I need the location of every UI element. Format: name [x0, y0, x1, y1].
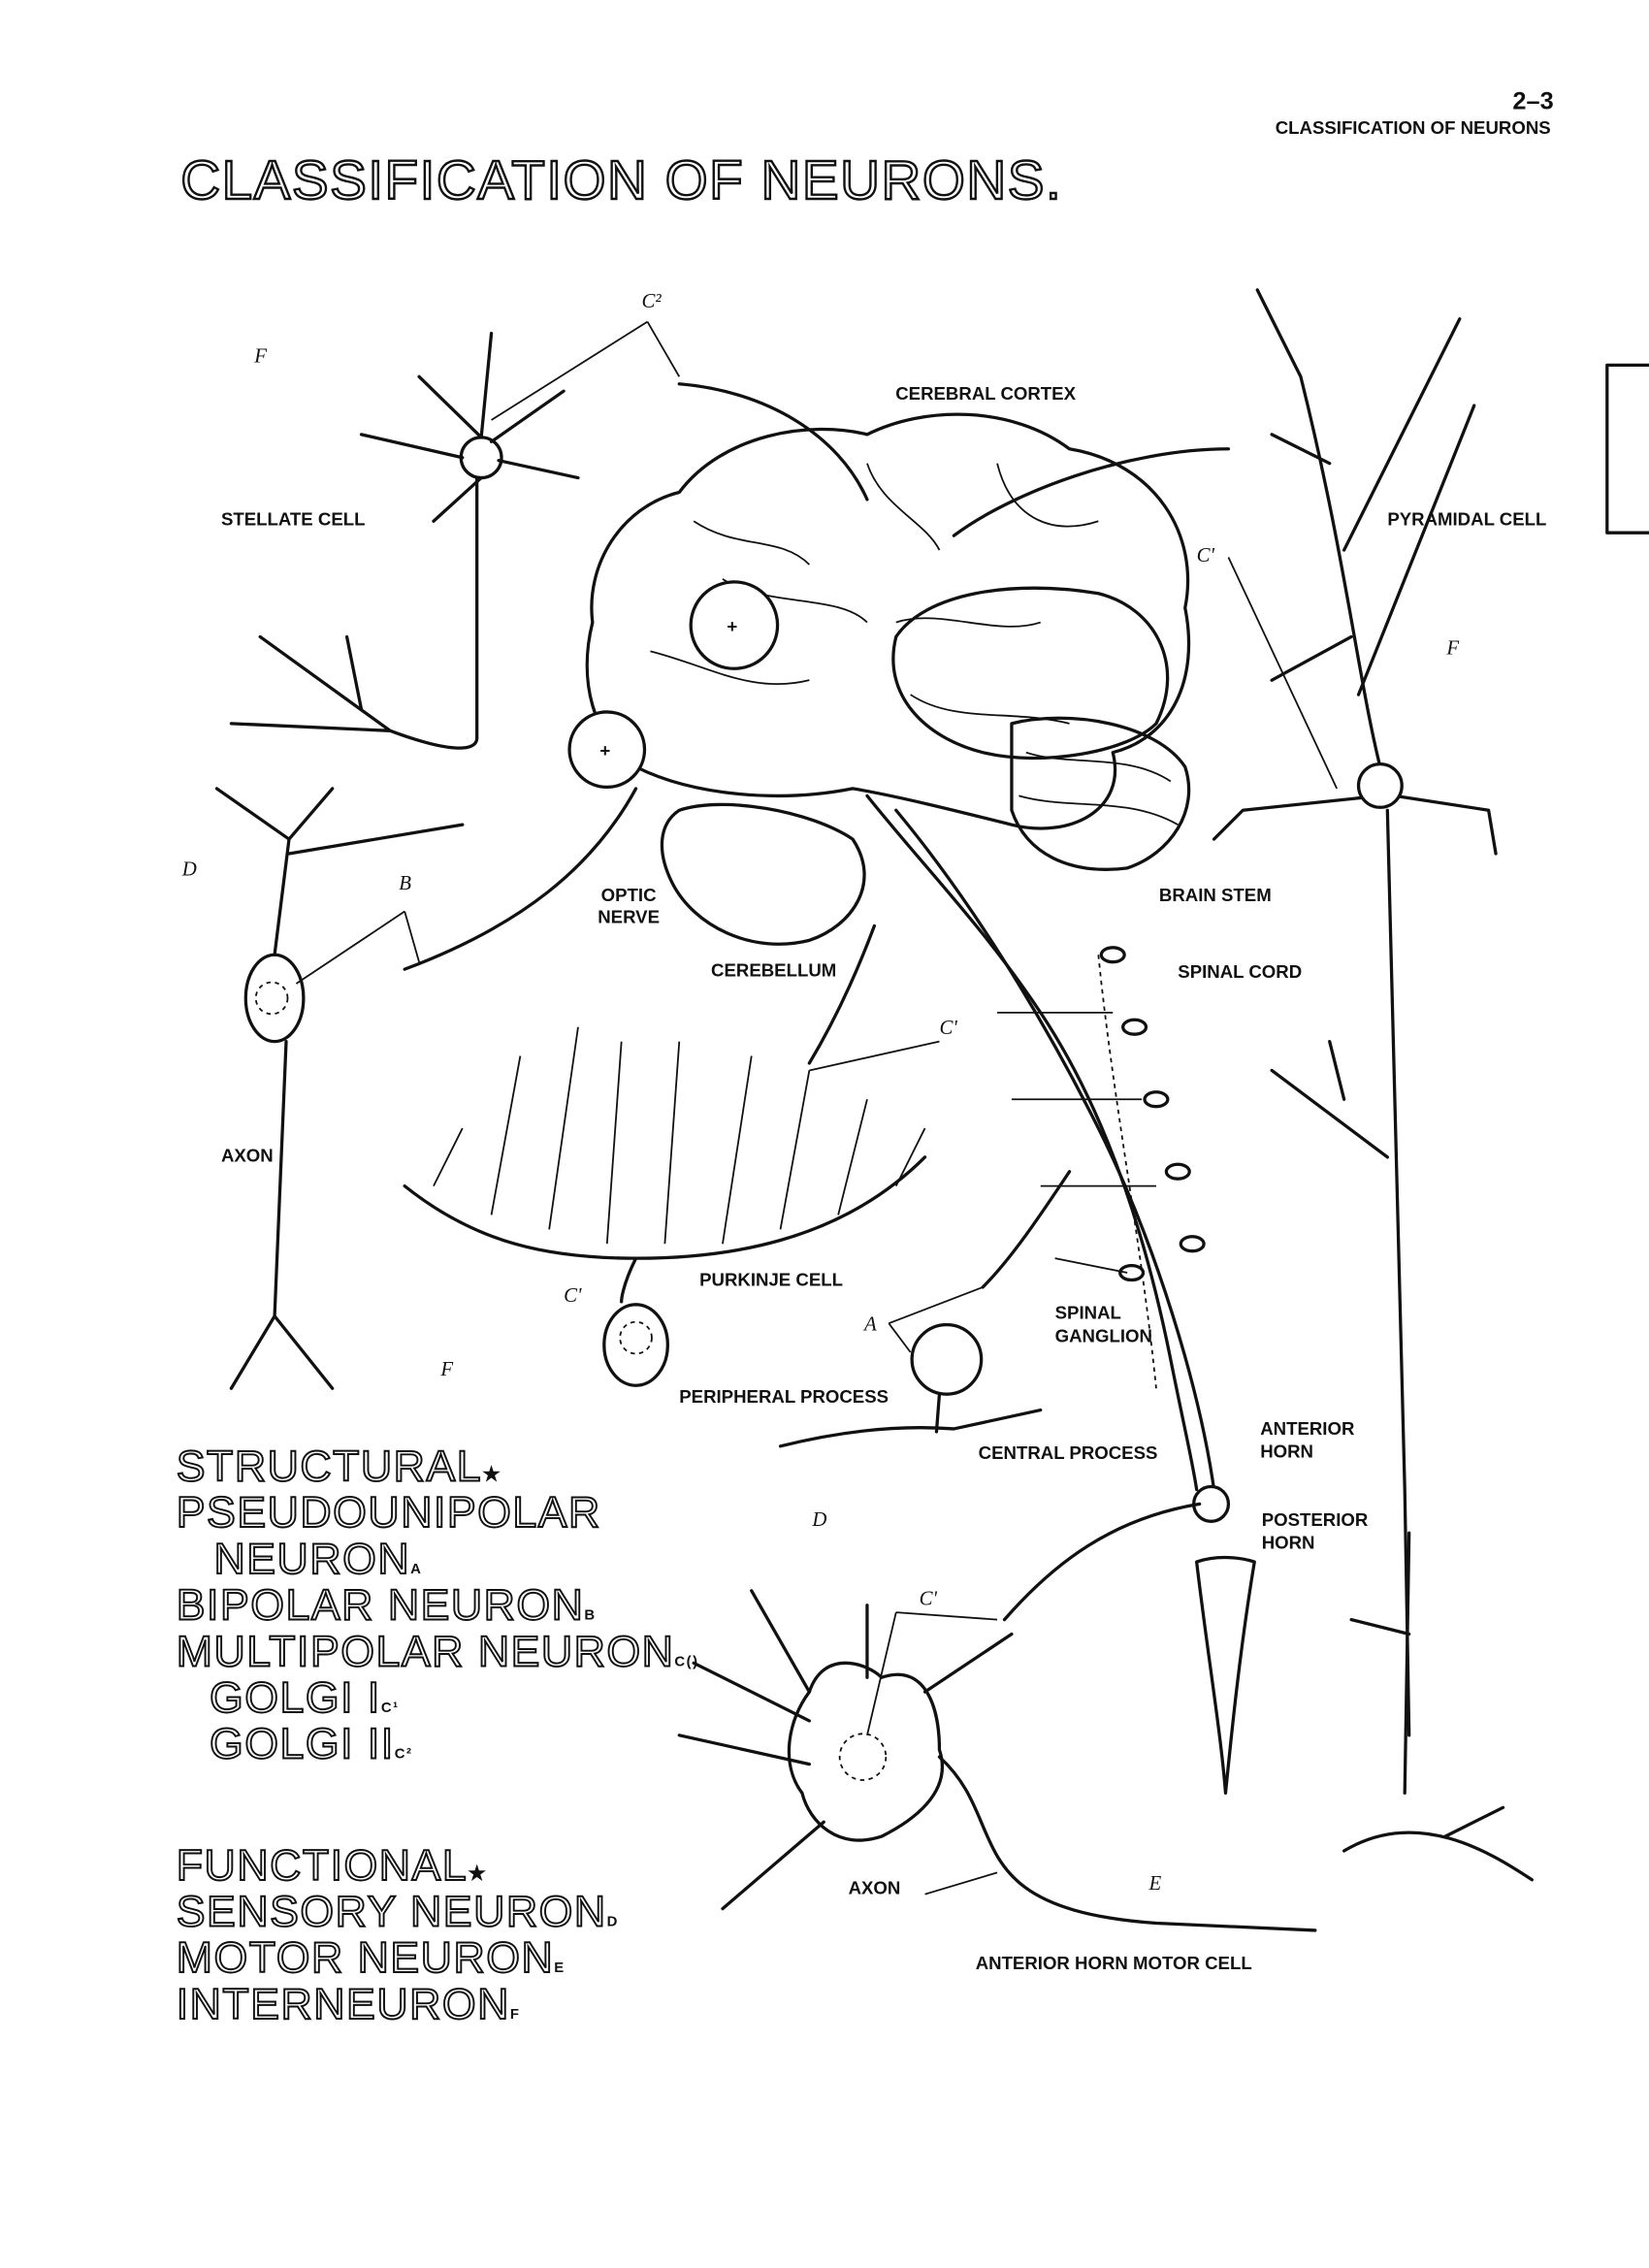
label-pyramidal-cell: PYRAMIDAL CELL: [1387, 509, 1546, 530]
label-central-process: CENTRAL PROCESS: [979, 1442, 1158, 1463]
letter-c1-purkinje-top: C': [939, 1016, 957, 1039]
letter-f-purkinje: F: [439, 1357, 453, 1380]
label-optic-nerve-2: NERVE: [598, 906, 660, 926]
label-posterior-horn-1: POSTERIOR: [1262, 1509, 1369, 1530]
legend-pseudounipolar: PSEUDOUNIPOLAR: [177, 1489, 601, 1537]
legend-structural-heading: STRUCTURAL★: [177, 1443, 502, 1491]
arrows: [295, 320, 1338, 1895]
letter-c1-pyramidal: C': [1197, 543, 1215, 567]
legend-bipolar-neuron: BIPOLAR NEURONB: [177, 1582, 597, 1630]
page-number: 2–3: [1512, 88, 1553, 115]
legend-sensory-neuron: SENSORY NEUROND: [177, 1888, 619, 1935]
page-title: CLASSIFICATION OF NEURONS.: [180, 149, 1062, 211]
diagram-labels: CEREBRAL CORTEX STELLATE CELL PYRAMIDAL …: [181, 289, 1547, 1973]
label-spinal-ganglion-2: GANGLION: [1055, 1326, 1152, 1346]
legend-golgi-i: GOLGI IC¹: [210, 1674, 399, 1722]
label-cerebral-cortex: CEREBRAL CORTEX: [895, 383, 1076, 404]
legend-golgi-ii: GOLGI IIC²: [210, 1721, 412, 1768]
letter-c2: C²: [642, 289, 663, 312]
svg-text:+: +: [599, 740, 610, 761]
letter-b-bipolar: B: [399, 871, 411, 894]
bipolar-neuron-drawing: [214, 787, 465, 1390]
label-optic-nerve-1: OPTIC: [601, 885, 657, 905]
label-peripheral-process: PERIPHERAL PROCESS: [679, 1386, 889, 1407]
label-axon-bipolar: AXON: [221, 1145, 274, 1165]
letter-f-pyramidal: F: [1445, 635, 1459, 659]
letter-e: E: [1148, 1871, 1161, 1895]
label-spinal-ganglion-1: SPINAL: [1055, 1303, 1121, 1323]
letter-c1-motor: C': [920, 1587, 938, 1610]
label-anterior-horn-1: ANTERIOR: [1260, 1418, 1355, 1439]
label-anterior-horn-motor-cell: ANTERIOR HORN MOTOR CELL: [976, 1953, 1252, 1973]
stellate-cell-drawing: [229, 331, 580, 750]
label-cerebellum: CEREBELLUM: [711, 960, 836, 981]
svg-text:+: +: [727, 616, 737, 636]
letter-d-pseudo: D: [811, 1507, 826, 1531]
label-brain-stem: BRAIN STEM: [1159, 885, 1272, 905]
motor-cell-drawing: [677, 1589, 1317, 1932]
legend-functional-heading: FUNCTIONAL★: [177, 1842, 488, 1890]
pseudounipolar-neuron-drawing: [778, 1323, 1043, 1448]
label-posterior-horn-2: HORN: [1262, 1533, 1315, 1553]
legend-motor-neuron: MOTOR NEURONE: [177, 1934, 566, 1982]
label-anterior-horn-2: HORN: [1260, 1442, 1313, 1462]
purkinje-cell-drawing: [403, 1026, 927, 1387]
legend-neuron-a: NEURONA: [214, 1536, 423, 1583]
spinal-ganglia-drawing: [997, 946, 1206, 1282]
margin-bracket: [1605, 363, 1649, 535]
label-spinal-cord: SPINAL CORD: [1178, 961, 1302, 982]
legend: STRUCTURAL★ PSEUDOUNIPOLAR NEURONA BIPOL…: [176, 1442, 699, 2029]
label-purkinje-cell: PURKINJE CELL: [699, 1269, 843, 1289]
pyramidal-cell-drawing: [1212, 288, 1534, 1882]
letter-c1-purkinje: C': [564, 1283, 582, 1307]
label-axon-motor: AXON: [849, 1878, 901, 1898]
brain-drawing: + +: [567, 412, 1256, 1796]
legend-multipolar-neuron: MULTIPOLAR NEURONC(): [177, 1628, 699, 1675]
running-title: CLASSIFICATION OF NEURONS: [1276, 117, 1551, 138]
letter-a: A: [862, 1312, 877, 1336]
letter-f-stellate: F: [253, 343, 267, 367]
letter-d-bipolar: D: [181, 857, 197, 880]
legend-interneuron: INTERNEURONF: [177, 1981, 521, 2028]
label-stellate-cell: STELLATE CELL: [221, 509, 366, 530]
